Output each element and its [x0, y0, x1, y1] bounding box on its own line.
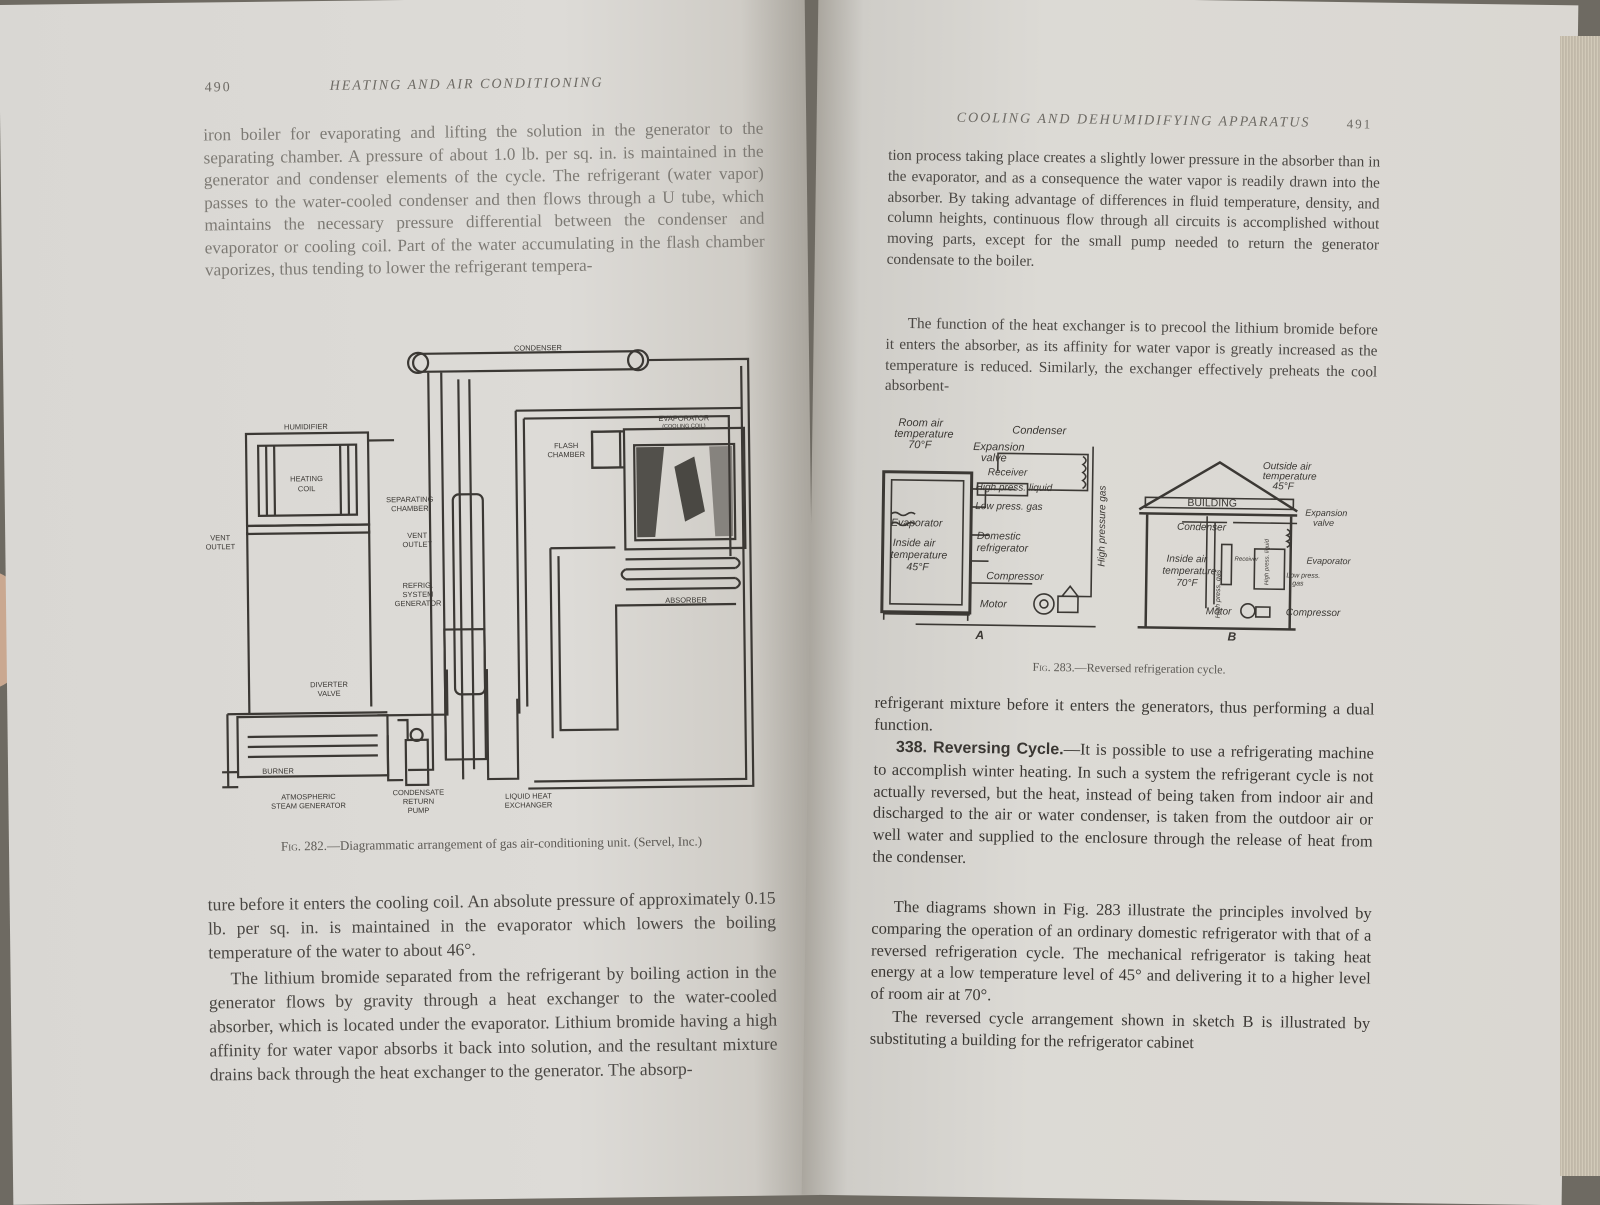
a-room-air-1: Room air [898, 417, 944, 430]
figure-283-caption: Fig. 283.—Reversed refrigeration cycle. [999, 657, 1259, 679]
a-room-air-3: 70°F [908, 439, 933, 451]
b-inside-2: temperature [1162, 566, 1217, 578]
label-condensate-1: CONDENSATE [393, 788, 445, 798]
right-page-number: 491 [1346, 116, 1373, 132]
label-separating-1: SEPARATING [386, 495, 434, 505]
left-running-head: HEATING AND AIR CONDITIONING [329, 75, 604, 94]
left-bottom-paragraph-2: The lithium bromide separated from the r… [208, 961, 778, 1085]
left-page: 490 HEATING AND AIR CONDITIONING iron bo… [0, 0, 820, 1205]
a-inside-2: temperature [891, 549, 948, 562]
figure-282-caption: Fig. 282.—Diagrammatic arrangement of ga… [209, 832, 774, 857]
figure-282-diagram: CONDENSER HUMIDIFIER HEATING COIL EVAPOR… [205, 343, 755, 815]
figure-283-caption-prefix: Fig. 283. [1032, 659, 1075, 675]
section-heading: 338. Reversing Cycle. [895, 738, 1064, 759]
figure-282-caption-prefix: Fig. 282. [280, 838, 327, 854]
right-paragraph-4: The diagrams shown in Fig. 283 illustrat… [870, 896, 1372, 1005]
figure-283-diagram: Room air temperature 70°F Condenser Expa… [880, 417, 1352, 644]
b-outside-1: Outside air [1263, 461, 1312, 473]
label-separating-2: CHAMBER [391, 504, 429, 513]
a-domestic-1: Domestic [977, 530, 1022, 543]
b-low-press-gas-1: Low press. [1286, 572, 1320, 579]
right-paragraph-2: The function of the heat exchanger is to… [884, 315, 1378, 396]
b-inside-1: Inside air [1166, 554, 1207, 566]
a-letter: A [974, 628, 984, 642]
section-text: —It is possible to use a refrigerating m… [872, 739, 1375, 867]
left-running-header: 490 HEATING AND AIR CONDITIONING [0, 73, 806, 105]
figure-283-caption-text: —Reversed refrigeration cycle. [1074, 660, 1226, 677]
label-condenser: CONDENSER [514, 343, 563, 353]
a-inside-3: 45°F [906, 561, 929, 573]
label-liquid-hx-2: EXCHANGER [505, 800, 553, 810]
label-diverter-1: DIVERTER [310, 680, 348, 689]
label-humidifier: HUMIDIFIER [284, 422, 328, 432]
a-condenser: Condenser [1012, 425, 1067, 438]
label-refrig-2: SYSTEM [402, 590, 433, 599]
label-condensate-2: RETURN [403, 797, 434, 806]
a-motor: Motor [980, 598, 1008, 610]
b-high-press-liquid: High press. liquid [1264, 538, 1271, 585]
a-high-pressure-gas: High pressure gas [1096, 486, 1108, 567]
b-condenser: Condenser [1177, 522, 1227, 534]
label-flash-1: FLASH [554, 441, 578, 450]
a-low-press-gas: Low press. gas [975, 501, 1042, 513]
label-vent-outlet-mid-1: VENT [407, 531, 428, 540]
right-paragraph-5: The reversed cycle arrangement shown in … [869, 1006, 1371, 1052]
left-top-paragraph: iron boiler for evaporating and lifting … [203, 118, 765, 280]
label-flash-2: CHAMBER [547, 450, 585, 459]
right-running-head: COOLING AND DEHUMIDIFYING APPARATUS [956, 110, 1311, 131]
label-burner: BURNER [262, 766, 294, 775]
b-motor: Motor [1206, 606, 1232, 617]
a-high-press-liquid: High press. liquid [975, 482, 1052, 494]
label-heating-coil-2: COIL [298, 484, 316, 493]
figure-282-caption-text: —Diagrammatic arrangement of gas air-con… [326, 833, 703, 854]
label-diverter-2: VALVE [318, 689, 341, 698]
label-vent-outlet-left-1: VENT [210, 533, 231, 542]
label-atmospheric-1: ATMOSPHERIC [281, 792, 336, 802]
b-inside-3: 70°F [1176, 578, 1198, 589]
right-section-338: 338. Reversing Cycle.—It is possible to … [872, 736, 1374, 875]
book-page-edges [1560, 36, 1600, 1176]
left-bottom-paragraph-1: ture before it enters the cooling coil. … [207, 887, 777, 963]
b-expansion-2: valve [1313, 518, 1334, 528]
a-expansion-1: Expansion [973, 441, 1025, 454]
right-paragraph-1: tion process taking place creates a slig… [886, 146, 1381, 270]
a-expansion-2: valve [981, 452, 1007, 464]
b-expansion-1: Expansion [1305, 508, 1347, 519]
b-letter: B [1227, 630, 1236, 644]
label-absorber: ABSORBER [665, 595, 707, 605]
b-outside-2: temperature [1263, 471, 1318, 483]
label-vent-outlet-left-2: OUTLET [205, 542, 235, 551]
b-outside-3: 45°F [1273, 481, 1295, 492]
a-domestic-2: refrigerator [977, 542, 1029, 555]
right-paragraph-3: refrigerant mixture before it enters the… [874, 692, 1375, 735]
b-building: BUILDING [1187, 497, 1237, 510]
b-high-press-gas: High press. gas [1215, 569, 1223, 618]
a-evaporator: Evaporator [891, 517, 943, 530]
label-refrig-1: REFRIG. [403, 581, 434, 590]
label-atmospheric-2: STEAM GENERATOR [271, 801, 346, 811]
a-inside-1: Inside air [893, 537, 936, 550]
label-condensate-3: PUMP [408, 806, 430, 815]
right-running-header: COOLING AND DEHUMIDIFYING APPARATUS 491 [817, 109, 1577, 142]
label-evaporator: EVAPORATOR [658, 413, 710, 423]
a-receiver: Receiver [988, 467, 1028, 479]
left-page-number: 490 [204, 80, 232, 96]
a-room-air-2: temperature [894, 428, 953, 441]
a-compressor: Compressor [986, 570, 1044, 583]
right-page: COOLING AND DEHUMIDIFYING APPARATUS 491 … [801, 0, 1579, 1205]
label-heating-coil-1: HEATING [290, 474, 323, 483]
b-evaporator: Evaporator [1306, 556, 1351, 567]
b-low-press-gas-2: gas [1292, 580, 1304, 587]
label-vent-outlet-mid-2: OUTLET [402, 540, 432, 549]
b-compressor: Compressor [1286, 607, 1341, 619]
label-liquid-hx-1: LIQUID HEAT [505, 791, 552, 801]
b-receiver: Receiver [1235, 557, 1260, 563]
label-refrig-3: GENERATOR [395, 599, 443, 609]
label-cooling-coil: (COOLING COIL) [662, 423, 706, 430]
